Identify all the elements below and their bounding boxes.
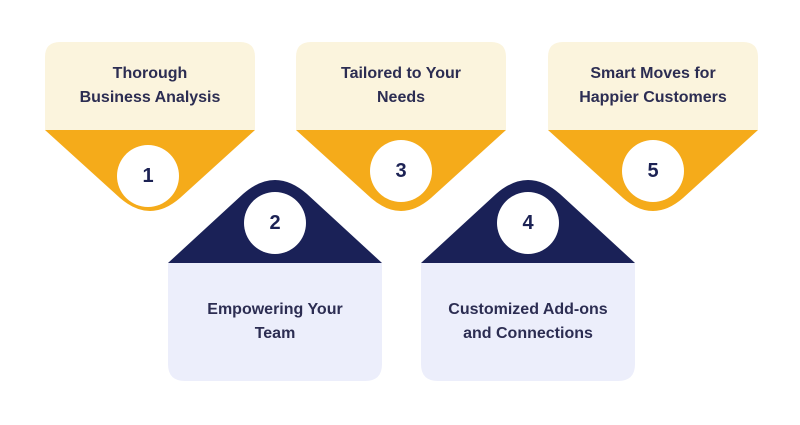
step-3-label: Tailored to Your Needs xyxy=(296,62,506,110)
step-2-label: Empowering Your Team xyxy=(168,298,382,346)
step-2-card-shape xyxy=(168,263,382,381)
step-1-card-shape xyxy=(45,42,255,130)
step-1-label: Thorough Business Analysis xyxy=(45,62,255,110)
step-3-number: 3 xyxy=(395,159,407,182)
step-5-label-line1: Smart Moves for xyxy=(590,65,716,82)
step-4-label-line1: Customized Add-ons xyxy=(448,301,608,318)
step-3-number-badge: 3 xyxy=(370,140,432,202)
step-2-label-line1: Empowering Your xyxy=(207,301,343,318)
step-1-label-line1: Thorough xyxy=(112,65,188,82)
step-1-number-badge: 1 xyxy=(117,145,179,207)
step-4-label-line2: and Connections xyxy=(463,325,593,342)
step-1-label-line2: Business Analysis xyxy=(79,89,221,106)
step-5-card-shape xyxy=(548,42,758,130)
step-4-label: Customized Add-ons and Connections xyxy=(421,298,635,346)
step-2-number: 2 xyxy=(269,211,281,234)
step-2-label-line2: Team xyxy=(254,325,296,342)
step-3-label-line2: Needs xyxy=(376,89,426,106)
step-5-label: Smart Moves for Happier Customers xyxy=(548,62,758,110)
step-2-number-badge: 2 xyxy=(244,192,306,254)
step-3-card-shape xyxy=(296,42,506,130)
step-5-number: 5 xyxy=(647,159,659,182)
step-5-label-line2: Happier Customers xyxy=(579,89,727,106)
step-4-card-shape xyxy=(421,263,635,381)
step-4-number: 4 xyxy=(522,211,534,234)
step-5-number-badge: 5 xyxy=(622,140,684,202)
step-3-label-line1: Tailored to Your xyxy=(340,65,461,82)
step-1-number: 1 xyxy=(142,164,154,187)
step-4-number-badge: 4 xyxy=(497,192,559,254)
